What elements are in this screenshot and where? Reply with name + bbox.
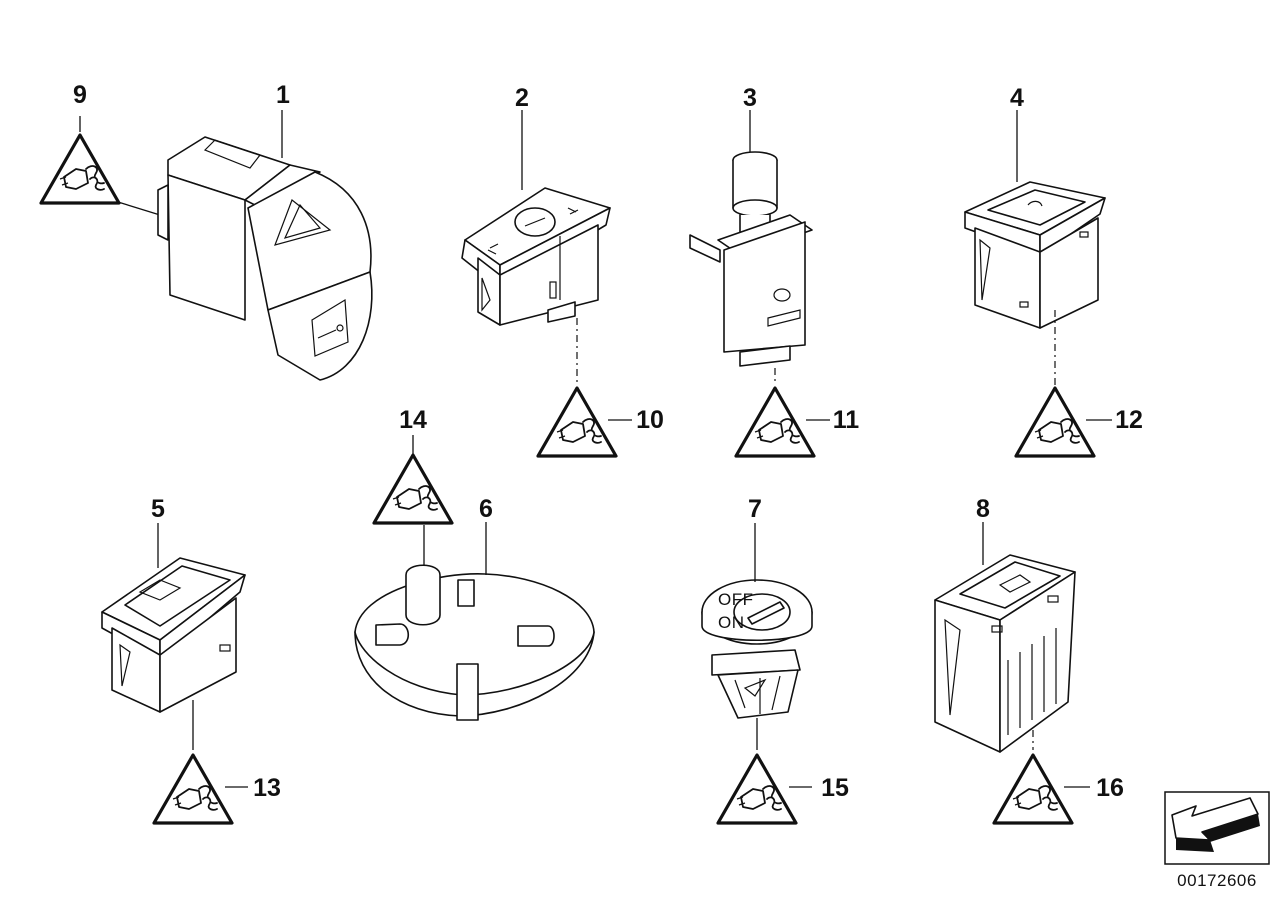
connector-warning-icon-14 (372, 453, 454, 525)
connector-warning-icon-16 (992, 753, 1074, 825)
part-label-7: 7 (748, 495, 762, 523)
connector-warning-icon-13 (152, 753, 234, 825)
connector-warning-icon-9 (39, 133, 121, 205)
window-switch-4 (964, 181, 1106, 329)
connector-warning-icon-10 (536, 386, 618, 458)
part-label-8: 8 (976, 495, 990, 523)
part-label-6: 6 (479, 495, 493, 523)
part-label-14: 14 (399, 406, 427, 434)
switch-5 (101, 557, 246, 713)
off-label: OFF (718, 590, 754, 609)
part-label-16: 16 (1096, 774, 1124, 802)
part-label-3: 3 (743, 84, 757, 112)
part-label-1: 1 (276, 81, 290, 109)
connector-warning-icon-12 (1014, 386, 1096, 458)
part-label-10: 10 (636, 406, 664, 434)
part-label-12: 12 (1115, 406, 1143, 434)
connector-warning-icon-15 (716, 753, 798, 825)
part-label-4: 4 (1010, 84, 1024, 112)
connector-warning-icon-11 (734, 386, 816, 458)
rocker-switch-8 (934, 554, 1076, 753)
part-label-11: 11 (833, 406, 860, 434)
hazard-switch-1 (157, 136, 373, 381)
mirror-switch-2 (461, 187, 611, 326)
orientation-arrow-icon (1164, 791, 1270, 865)
on-label: ON (718, 613, 745, 632)
brake-light-switch-3 (689, 151, 813, 367)
part-label-2: 2 (515, 84, 529, 112)
ignition-switch-7: OFF ON (701, 579, 813, 719)
reference-code: 00172606 (1177, 871, 1257, 890)
part-label-15: 15 (821, 774, 849, 802)
part-label-9: 9 (73, 81, 87, 109)
holder-6 (354, 564, 595, 721)
part-label-5: 5 (151, 495, 165, 523)
part-number-labels: 9 1 2 3 4 10 11 12 14 5 6 7 8 13 15 16 (73, 81, 1143, 802)
part-label-13: 13 (253, 774, 281, 802)
